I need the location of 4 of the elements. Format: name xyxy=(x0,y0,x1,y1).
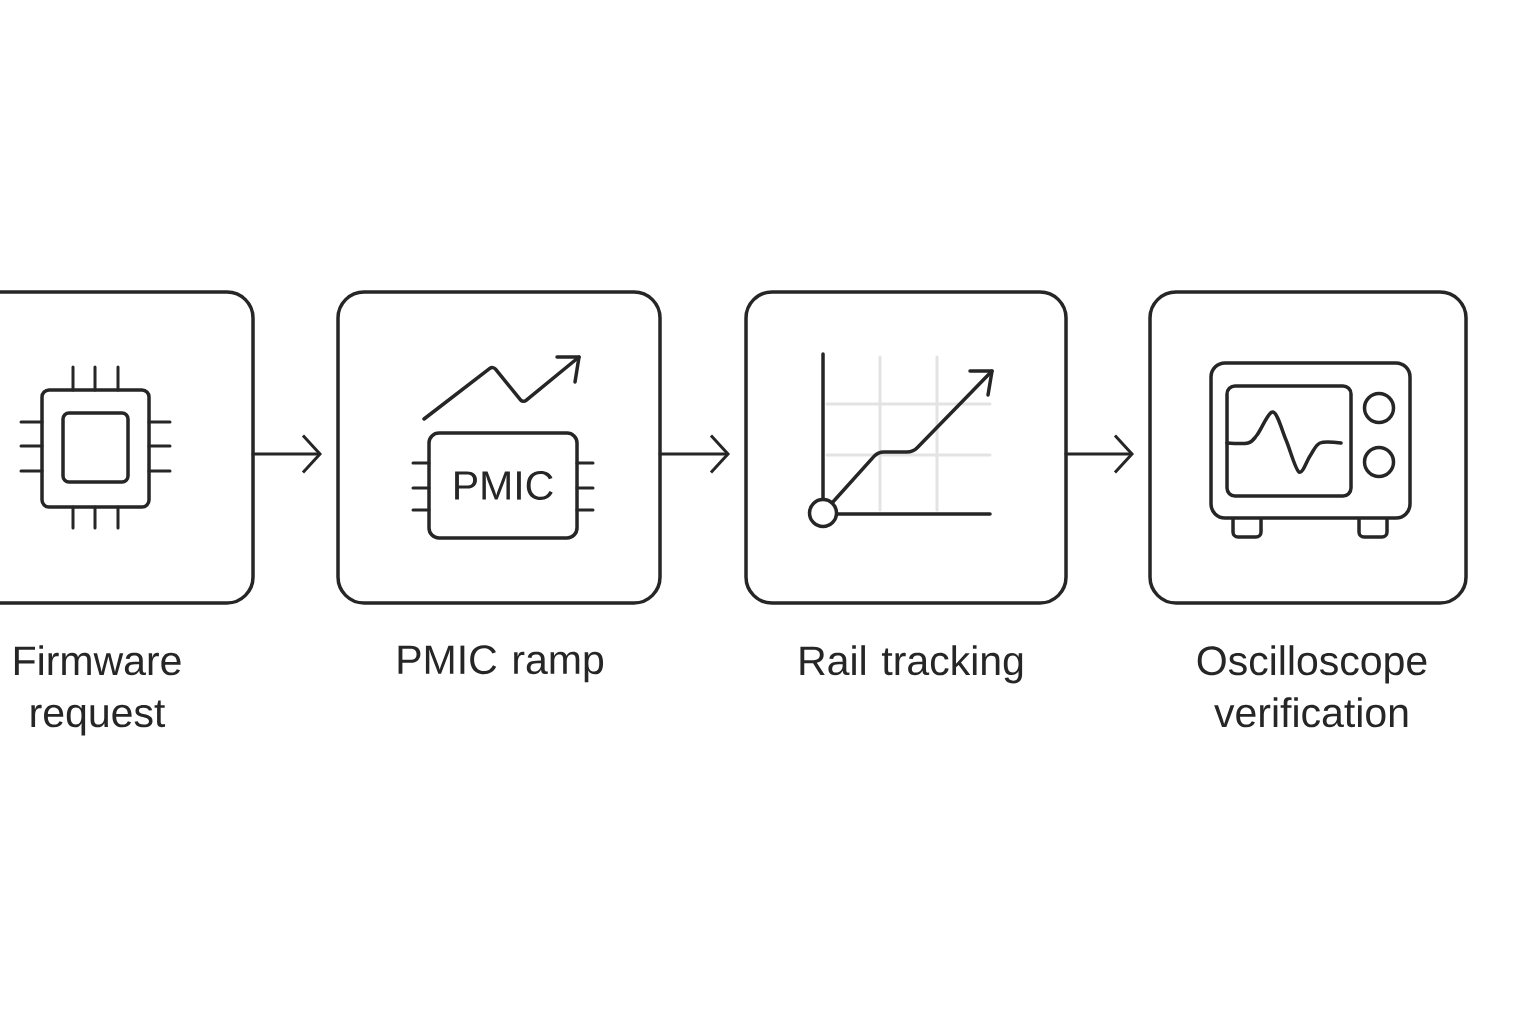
step-label: PMIC ramp xyxy=(398,645,604,683)
step-label: Rail tracking xyxy=(800,645,1023,684)
step-label: Firmware request xyxy=(14,645,181,736)
step-label: Oscilloscope verification xyxy=(1197,645,1427,728)
